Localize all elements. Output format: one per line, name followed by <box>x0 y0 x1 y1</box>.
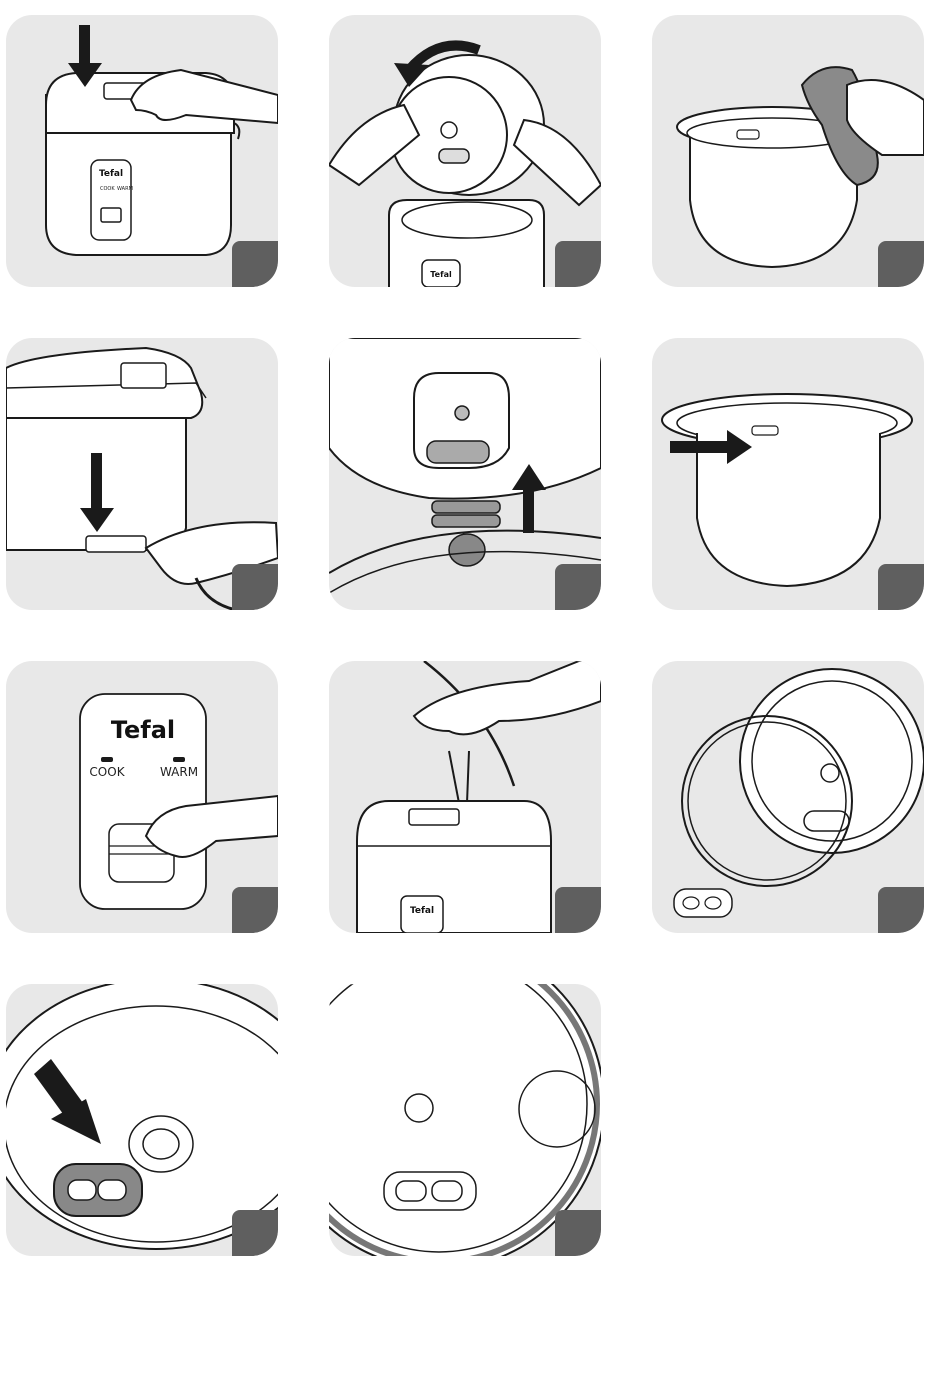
panel-press-cook-switch: Tefal COOK WARM <box>6 661 278 933</box>
panel-remove-inner-lid: Tefal <box>329 15 601 287</box>
panel-wipe-bowl <box>652 15 924 287</box>
panel-lift-valve <box>329 338 601 610</box>
panel-unplug-cord <box>6 338 278 610</box>
panel-fit-valve-to-lid <box>6 984 278 1256</box>
panel-clean-steam-vent: Tefal <box>329 661 601 933</box>
panel-lid-assembled-with-gasket <box>329 984 601 1256</box>
cook-label: COOK <box>100 186 115 192</box>
brand-logo: Tefal <box>111 716 175 744</box>
panel-insert-bowl <box>652 338 924 610</box>
panel-press-lid-release: Tefal COOK WARM <box>6 15 278 287</box>
panel-lid-parts-exploded <box>652 661 924 933</box>
cook-indicator-label: COOK <box>89 765 125 779</box>
svg-text:Tefal: Tefal <box>410 906 434 916</box>
svg-text:Tefal: Tefal <box>430 270 452 279</box>
warm-label: WARM <box>117 186 133 192</box>
brand-label: Tefal <box>99 169 123 179</box>
warm-indicator-label: WARM <box>160 765 198 779</box>
